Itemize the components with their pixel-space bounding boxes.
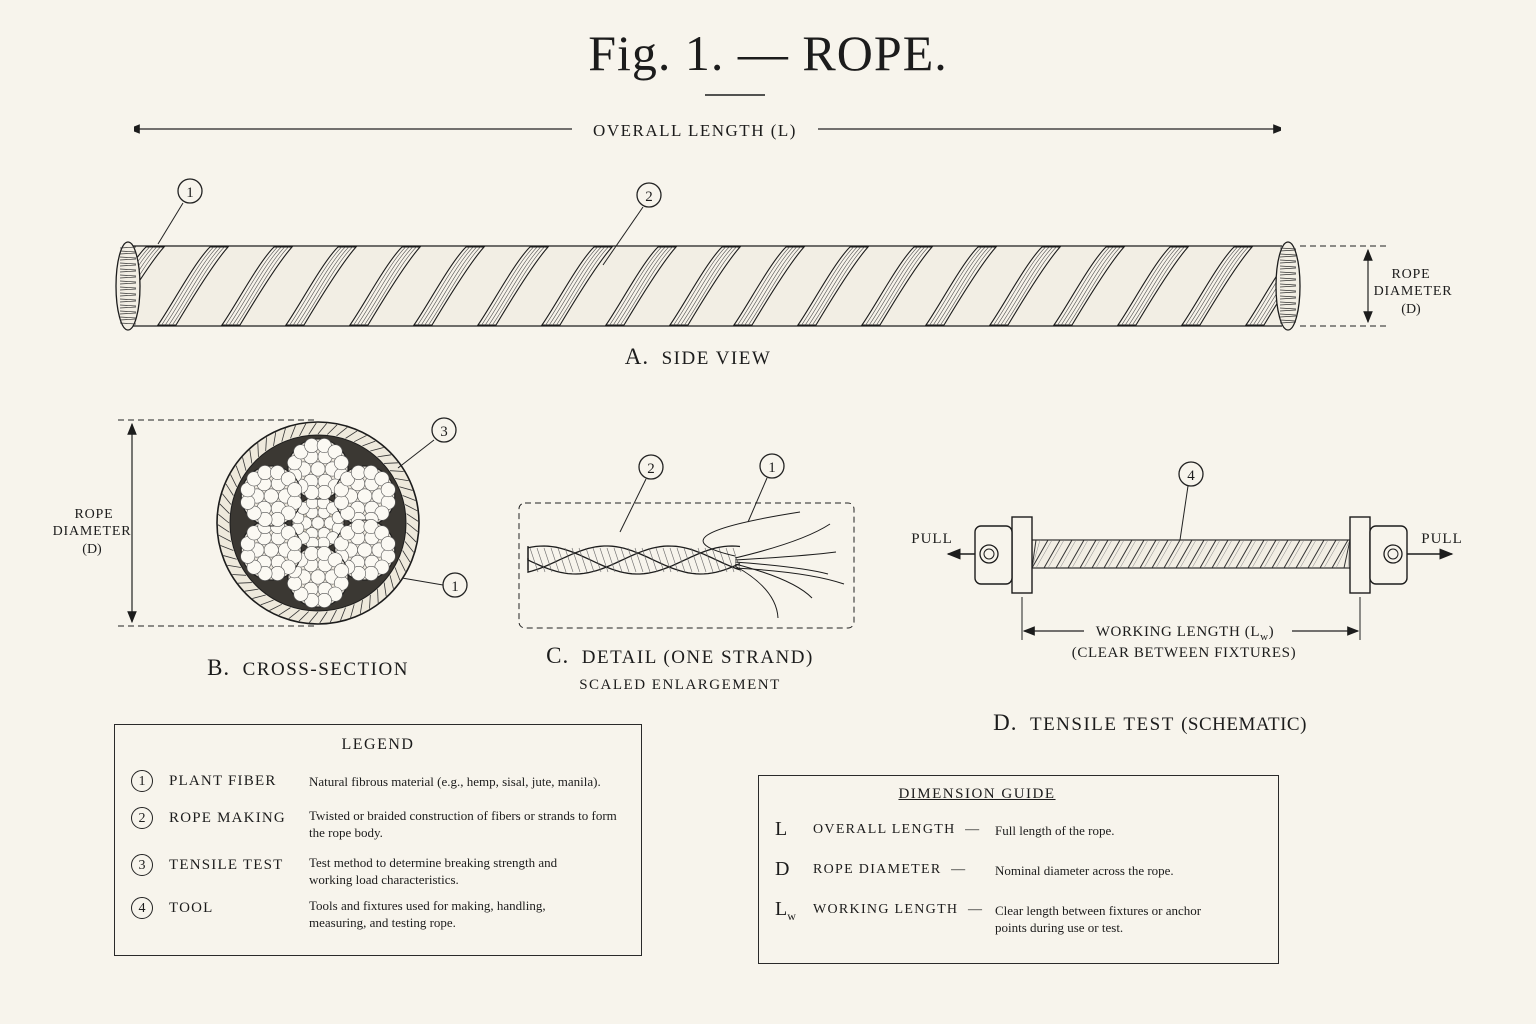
overall-length-dimension: OVERALL LENGTH (L) xyxy=(126,114,1287,238)
caption-side-view: A. SIDE VIEW xyxy=(624,344,772,369)
svg-text:2: 2 xyxy=(645,189,653,205)
svg-text:(D): (D) xyxy=(1401,302,1421,317)
legend-term: TENSILE TEST xyxy=(169,857,284,873)
dimension-term: WORKING LENGTH — xyxy=(813,902,984,917)
dimension-guide-box: DIMENSION GUIDE L OVERALL LENGTH — Full … xyxy=(758,775,1279,964)
callout-1-detail: 1 xyxy=(747,453,785,523)
svg-text:DIAMETER: DIAMETER xyxy=(53,524,132,539)
svg-text:ROPE: ROPE xyxy=(75,507,114,522)
legend-number: 2 xyxy=(131,807,153,829)
legend-term: ROPE MAKING xyxy=(169,810,286,826)
caption-cross-section: B. CROSS-SECTION xyxy=(207,655,409,680)
legend-item-plant-fiber: 1 PLANT FIBER Natural fibrous material (… xyxy=(129,770,639,810)
dimension-symbol: Lw xyxy=(775,898,796,923)
dimension-description: Clear length between fixtures or anchor … xyxy=(995,903,1202,935)
dimension-guide-title: DIMENSION GUIDE xyxy=(898,786,1056,802)
pull-left-label: PULL xyxy=(911,531,953,547)
caption-tensile-test: D. TENSILE TEST (SCHEMATIC) xyxy=(993,710,1307,735)
pull-right-label: PULL xyxy=(1421,531,1463,547)
dimension-description: Full length of the rope. xyxy=(995,823,1115,838)
callout-1-side: 1 xyxy=(157,178,203,245)
working-length-label: WORKING LENGTH (Lw) xyxy=(1096,624,1275,643)
tensile-test: PULL PULL WORKING LENGTH (Lw) (CLEAR BET… xyxy=(911,516,1463,661)
legend-number: 4 xyxy=(131,897,153,919)
left-fixture xyxy=(1011,516,1033,594)
rope-diameter-dimension-side: ROPE DIAMETER (D) xyxy=(1300,245,1453,327)
dimension-symbol: L xyxy=(775,818,788,840)
legend-title: LEGEND xyxy=(341,736,415,753)
callout-2-detail: 2 xyxy=(619,454,664,533)
legend-term: PLANT FIBER xyxy=(169,773,277,789)
caption-detail: C. DETAIL (ONE STRAND) xyxy=(546,643,814,668)
dimension-description: Nominal diameter across the rope. xyxy=(995,863,1174,878)
legend-box: LEGEND 1 PLANT FIBER Natural fibrous mat… xyxy=(114,724,642,956)
callout-1-cross: 1 xyxy=(401,572,468,598)
dimension-term: OVERALL LENGTH — xyxy=(813,822,981,837)
cross-section-diameter-label: ROPE DIAMETER (D) xyxy=(53,507,132,557)
legend-item-tool: 4 TOOL Tools and fixtures used for makin… xyxy=(129,897,639,937)
svg-text:ROPE: ROPE xyxy=(1392,267,1431,282)
callout-3-cross: 3 xyxy=(397,417,457,469)
legend-item-tensile-test: 3 TENSILE TEST Test method to determine … xyxy=(129,854,639,894)
legend-number: 1 xyxy=(131,770,153,792)
svg-text:3: 3 xyxy=(440,424,448,440)
svg-text:2: 2 xyxy=(647,461,655,477)
legend-number: 3 xyxy=(131,854,153,876)
figure-title: Fig. 1. — ROPE. xyxy=(588,25,948,81)
legend-term: TOOL xyxy=(169,900,214,916)
rope-cross-section xyxy=(118,419,420,627)
legend-description: Tools and fixtures used for making, hand… xyxy=(309,898,546,930)
callout-4-tensile: 4 xyxy=(1178,461,1204,541)
svg-text:4: 4 xyxy=(1187,468,1195,484)
dimension-term: ROPE DIAMETER — xyxy=(813,862,967,877)
dimension-symbol: D xyxy=(775,858,790,880)
clear-between-label: (CLEAR BETWEEN FIXTURES) xyxy=(1072,645,1296,661)
legend-item-rope-making: 2 ROPE MAKING Twisted or braided constru… xyxy=(129,807,639,847)
callout-2-side: 2 xyxy=(602,182,662,266)
legend-description: Test method to determine breaking streng… xyxy=(309,855,558,887)
legend-description: Natural fibrous material (e.g., hemp, si… xyxy=(309,774,601,789)
strand-detail xyxy=(518,502,855,629)
rope-left-end xyxy=(115,241,141,331)
svg-text:DIAMETER: DIAMETER xyxy=(1374,284,1453,299)
legend-description: Twisted or braided construction of fiber… xyxy=(309,808,617,840)
overall-length-label: OVERALL LENGTH (L) xyxy=(593,121,797,140)
right-fixture xyxy=(1349,516,1371,594)
svg-text:(D): (D) xyxy=(82,542,102,557)
caption-detail-subtitle: SCALED ENLARGEMENT xyxy=(579,677,781,693)
svg-text:1: 1 xyxy=(186,185,194,201)
svg-text:1: 1 xyxy=(768,460,776,476)
svg-text:1: 1 xyxy=(451,579,459,595)
